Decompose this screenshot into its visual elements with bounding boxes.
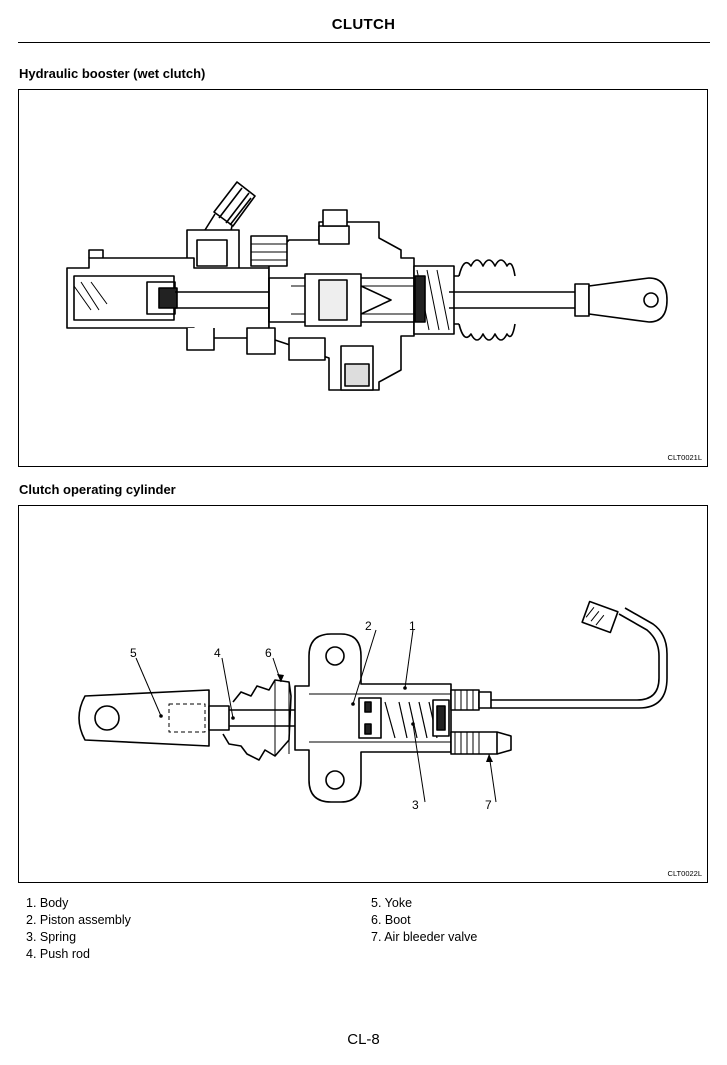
booster-section-title: Hydraulic booster (wet clutch) [19, 66, 206, 81]
callout-5: 5 [130, 646, 137, 660]
cylinder-figure: 1 2 3 4 5 6 7 CLT0022L [18, 505, 708, 883]
cylinder-diagram: 1 2 3 4 5 6 7 [78, 600, 668, 812]
legend-item: 5. Yoke [371, 896, 413, 910]
callout-3: 3 [412, 798, 419, 812]
booster-diagram [66, 181, 668, 391]
callout-2: 2 [365, 619, 372, 633]
legend-item: 6. Boot [371, 913, 411, 927]
booster-figure: CLT0021L [18, 89, 708, 467]
callout-7: 7 [485, 798, 492, 812]
cylinder-section-title: Clutch operating cylinder [19, 482, 176, 497]
callout-6: 6 [265, 646, 272, 660]
legend-item: 2. Piston assembly [26, 913, 131, 927]
legend-item: 3. Spring [26, 930, 77, 944]
header-rule [18, 42, 710, 43]
legend-left: 1. Body 2. Piston assembly 3. Spring 4. … [26, 895, 131, 963]
legend-item: 1. Body [26, 896, 69, 910]
page-header-title: CLUTCH [331, 16, 396, 33]
cylinder-figure-code: CLT0022L [667, 869, 702, 878]
callout-4: 4 [214, 646, 221, 660]
legend-item: 4. Push rod [26, 947, 90, 961]
legend-item: 7. Air bleeder valve [371, 930, 478, 944]
legend-right: 5. Yoke 6. Boot 7. Air bleeder valve [371, 895, 477, 946]
callout-1: 1 [409, 619, 416, 633]
booster-figure-code: CLT0021L [667, 453, 702, 462]
page-number: CL-8 [347, 1031, 380, 1048]
